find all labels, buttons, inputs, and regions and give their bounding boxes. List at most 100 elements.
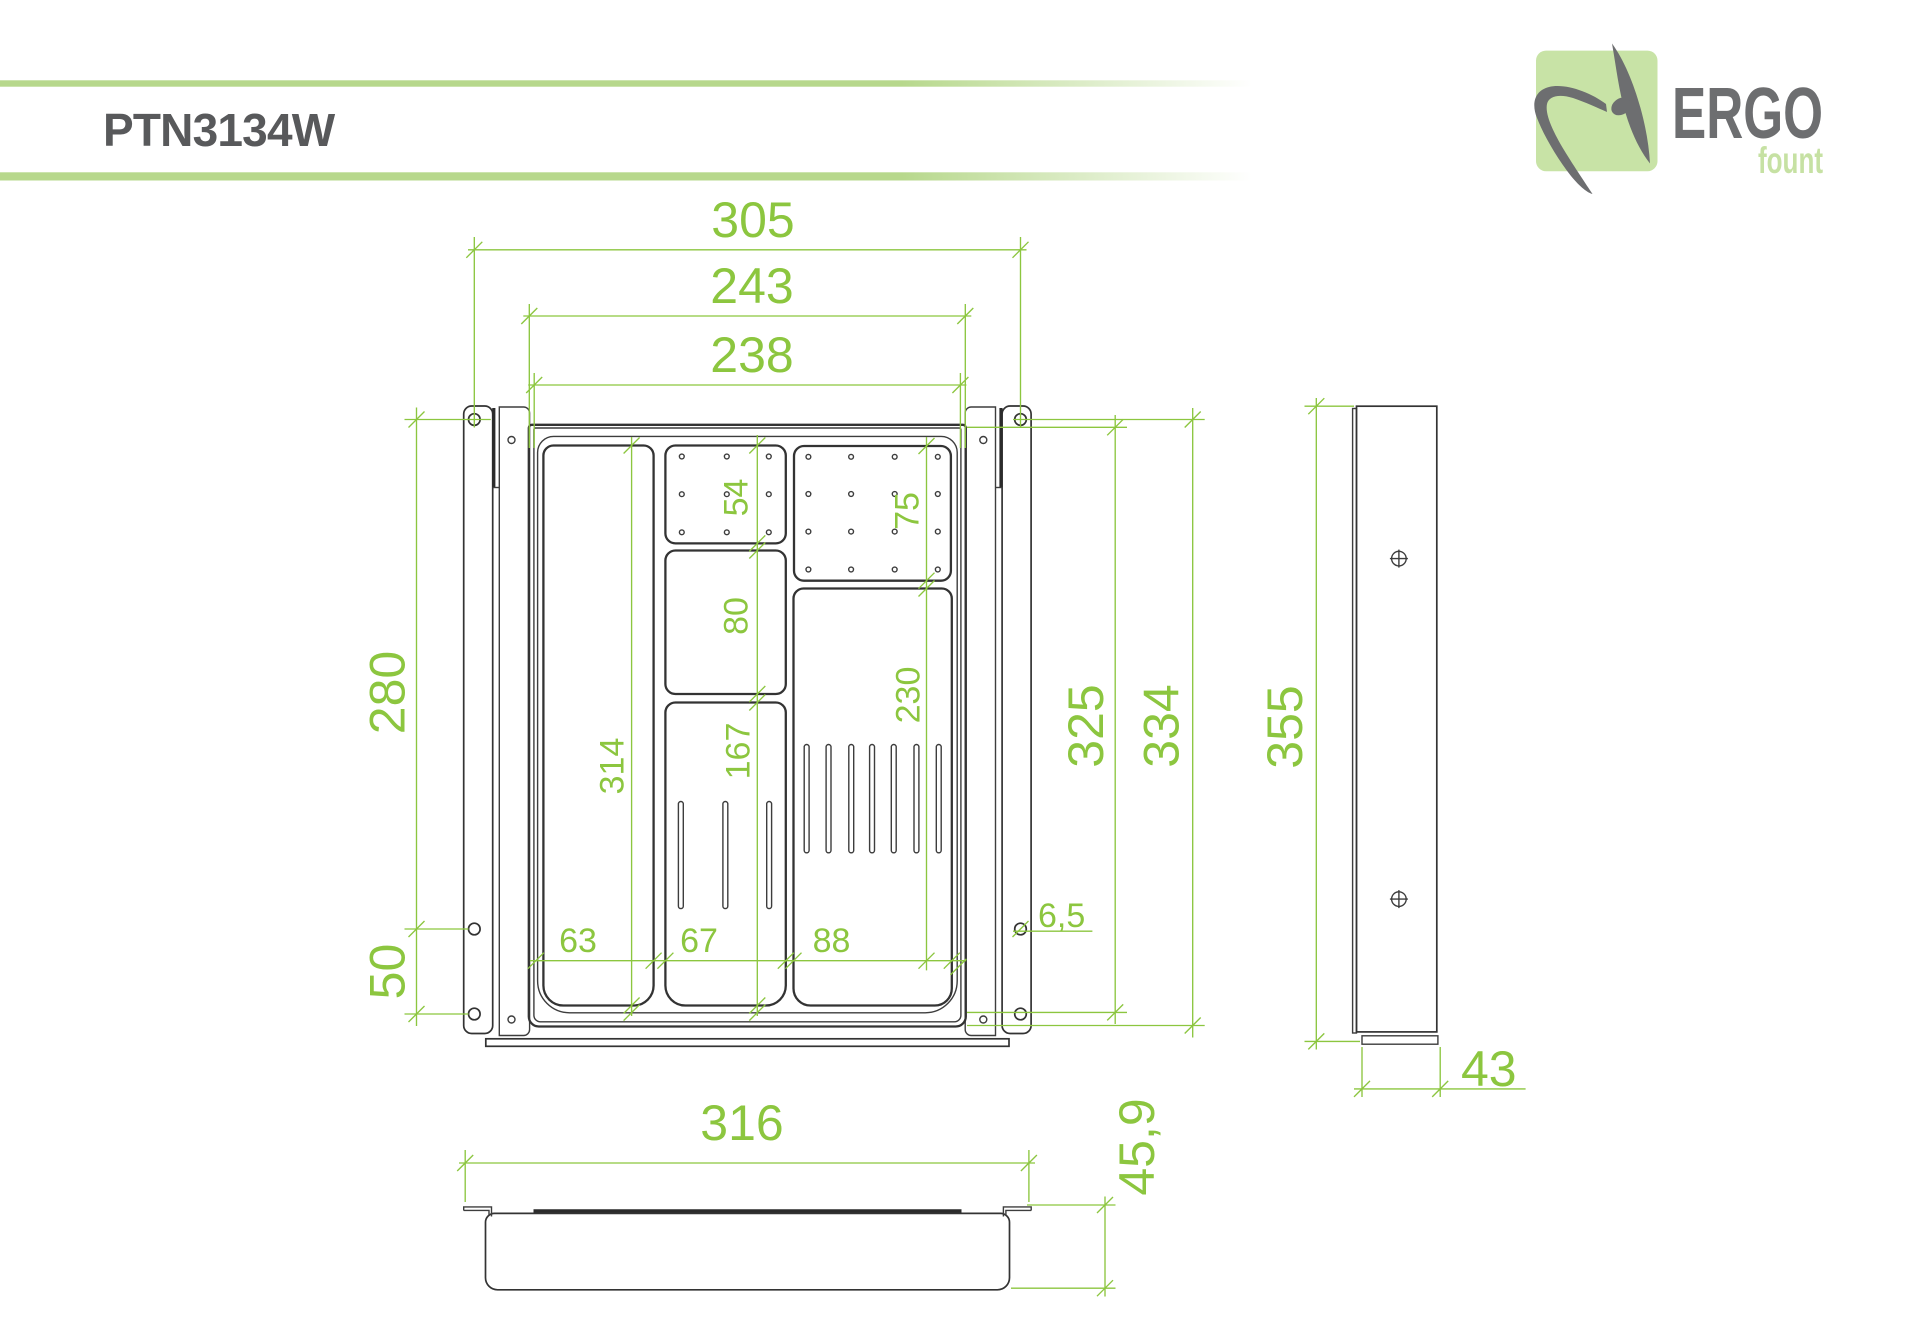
logo: ERGO fount bbox=[1534, 43, 1823, 194]
side-foot bbox=[1361, 1035, 1439, 1045]
dot bbox=[847, 453, 855, 460]
dim-text-mid-middle-compartment: 80 bbox=[718, 597, 756, 635]
header: PTN3134W bbox=[0, 80, 1252, 181]
dot bbox=[891, 528, 898, 535]
dot bbox=[678, 529, 685, 536]
dim-text-mid-top-compartment: 54 bbox=[718, 479, 756, 517]
dot bbox=[847, 528, 855, 535]
compartments bbox=[542, 444, 953, 1007]
dim-text-tray-outer-width: 243 bbox=[710, 258, 793, 314]
slot bbox=[848, 743, 855, 854]
right-inner-plate-hole-top bbox=[979, 435, 988, 445]
compartment-mid-top bbox=[664, 444, 787, 545]
left-bracket bbox=[462, 405, 531, 1037]
left-bracket-hole-mid bbox=[467, 922, 481, 936]
dot bbox=[847, 490, 855, 498]
dim-text-hole-bottom-offset: 50 bbox=[360, 944, 416, 1000]
dots-grid-right-top bbox=[805, 453, 941, 573]
side-screw-top bbox=[1389, 549, 1408, 568]
dot bbox=[765, 529, 772, 536]
product-code: PTN3134W bbox=[103, 104, 336, 156]
header-bar-bottom bbox=[0, 172, 1252, 181]
left-bracket-outer-plate bbox=[462, 405, 494, 1035]
dim-text-tray-inner-width: 238 bbox=[710, 327, 793, 383]
dot bbox=[805, 528, 812, 535]
slot bbox=[935, 743, 942, 854]
dot bbox=[934, 490, 941, 498]
bottom-dimensions: 316 45,9 bbox=[456, 1095, 1165, 1297]
dim-text-side-height: 355 bbox=[1257, 685, 1313, 768]
dim-text-hole-spacing: 280 bbox=[360, 651, 416, 734]
compartment-right-top bbox=[792, 444, 953, 582]
dot bbox=[723, 491, 730, 498]
dim-text-bottom-thickness: 45,9 bbox=[1109, 1098, 1165, 1195]
dot bbox=[891, 490, 898, 498]
left-bracket-inner-plate bbox=[498, 406, 531, 1037]
right-bracket-hole-bottom bbox=[1013, 1007, 1028, 1021]
dot bbox=[805, 490, 812, 498]
dots-grid-mid-top bbox=[678, 453, 772, 536]
dim-text-bottom-width: 316 bbox=[700, 1095, 783, 1151]
dim-text-tray-height: 325 bbox=[1058, 684, 1114, 767]
dim-text-right-compartment-width: 88 bbox=[813, 922, 851, 960]
dot bbox=[891, 566, 898, 573]
bottom-view: 316 45,9 bbox=[456, 1095, 1165, 1297]
dim-text-mid-compartment-width: 67 bbox=[680, 922, 718, 960]
right-inner-plate-hole-bottom bbox=[979, 1015, 988, 1024]
compartment-right-bottom bbox=[792, 587, 953, 1007]
dim-text-left-compartment-width: 63 bbox=[559, 922, 597, 960]
compartment-mid-middle bbox=[664, 549, 787, 696]
slots-mid-bottom bbox=[677, 800, 773, 910]
left-inner-plate-hole-bottom bbox=[507, 1015, 516, 1024]
dot bbox=[765, 491, 772, 498]
logo-figure-ball bbox=[1611, 97, 1631, 116]
slot bbox=[890, 743, 897, 854]
right-bracket-inner-plate bbox=[964, 406, 997, 1037]
right-bracket bbox=[964, 405, 1032, 1037]
slot bbox=[803, 743, 810, 854]
right-bracket-hole-mid bbox=[1013, 922, 1028, 936]
bottom-body bbox=[484, 1212, 1011, 1291]
right-bracket-outer-plate bbox=[1001, 405, 1032, 1035]
dot bbox=[765, 453, 772, 460]
slot bbox=[766, 800, 773, 910]
dot bbox=[723, 529, 730, 536]
compartment-left bbox=[542, 444, 655, 1007]
dim-text-overall-height: 334 bbox=[1134, 684, 1190, 767]
left-inner-plate-hole-top bbox=[507, 435, 516, 445]
slot bbox=[722, 800, 729, 910]
dim-text-mid-bottom-compartment: 167 bbox=[720, 723, 758, 780]
logo-figure-hook bbox=[1534, 86, 1607, 194]
logo-figure-blade bbox=[1612, 43, 1650, 164]
dot bbox=[891, 453, 898, 460]
slot bbox=[825, 743, 832, 854]
dot bbox=[805, 453, 812, 460]
side-dimensions: 355 43 bbox=[1257, 397, 1526, 1098]
dot bbox=[847, 566, 855, 573]
logo-brand-text: ERGO bbox=[1672, 74, 1823, 154]
dot bbox=[934, 566, 941, 573]
bottom-right-flange bbox=[1002, 1206, 1032, 1217]
logo-sub-brand-text: fount bbox=[1758, 140, 1823, 181]
compartment-mid-bottom bbox=[664, 701, 787, 1007]
front-view: 305 243 238 280 50 314 bbox=[360, 192, 1205, 1048]
slots-right-bottom bbox=[803, 743, 942, 854]
dot bbox=[934, 528, 941, 535]
tray-foot-bar bbox=[484, 1037, 1010, 1048]
dot bbox=[934, 453, 941, 460]
tray-rim-inner-edge bbox=[536, 435, 958, 1014]
dot bbox=[678, 491, 685, 498]
slot bbox=[677, 800, 685, 910]
header-bar-top bbox=[0, 80, 1252, 87]
dot bbox=[678, 453, 685, 460]
dot bbox=[805, 566, 812, 573]
dim-text-overall-width: 305 bbox=[711, 192, 794, 248]
slot bbox=[868, 743, 876, 854]
side-screw-bottom bbox=[1389, 890, 1408, 909]
front-dimensions: 305 243 238 280 50 314 bbox=[360, 192, 1205, 1038]
dim-text-right-bottom-compartment: 230 bbox=[890, 667, 928, 724]
dim-text-left-compartment-length: 314 bbox=[594, 738, 632, 795]
dim-text-hole-diameter: 6,5 bbox=[1038, 897, 1085, 935]
